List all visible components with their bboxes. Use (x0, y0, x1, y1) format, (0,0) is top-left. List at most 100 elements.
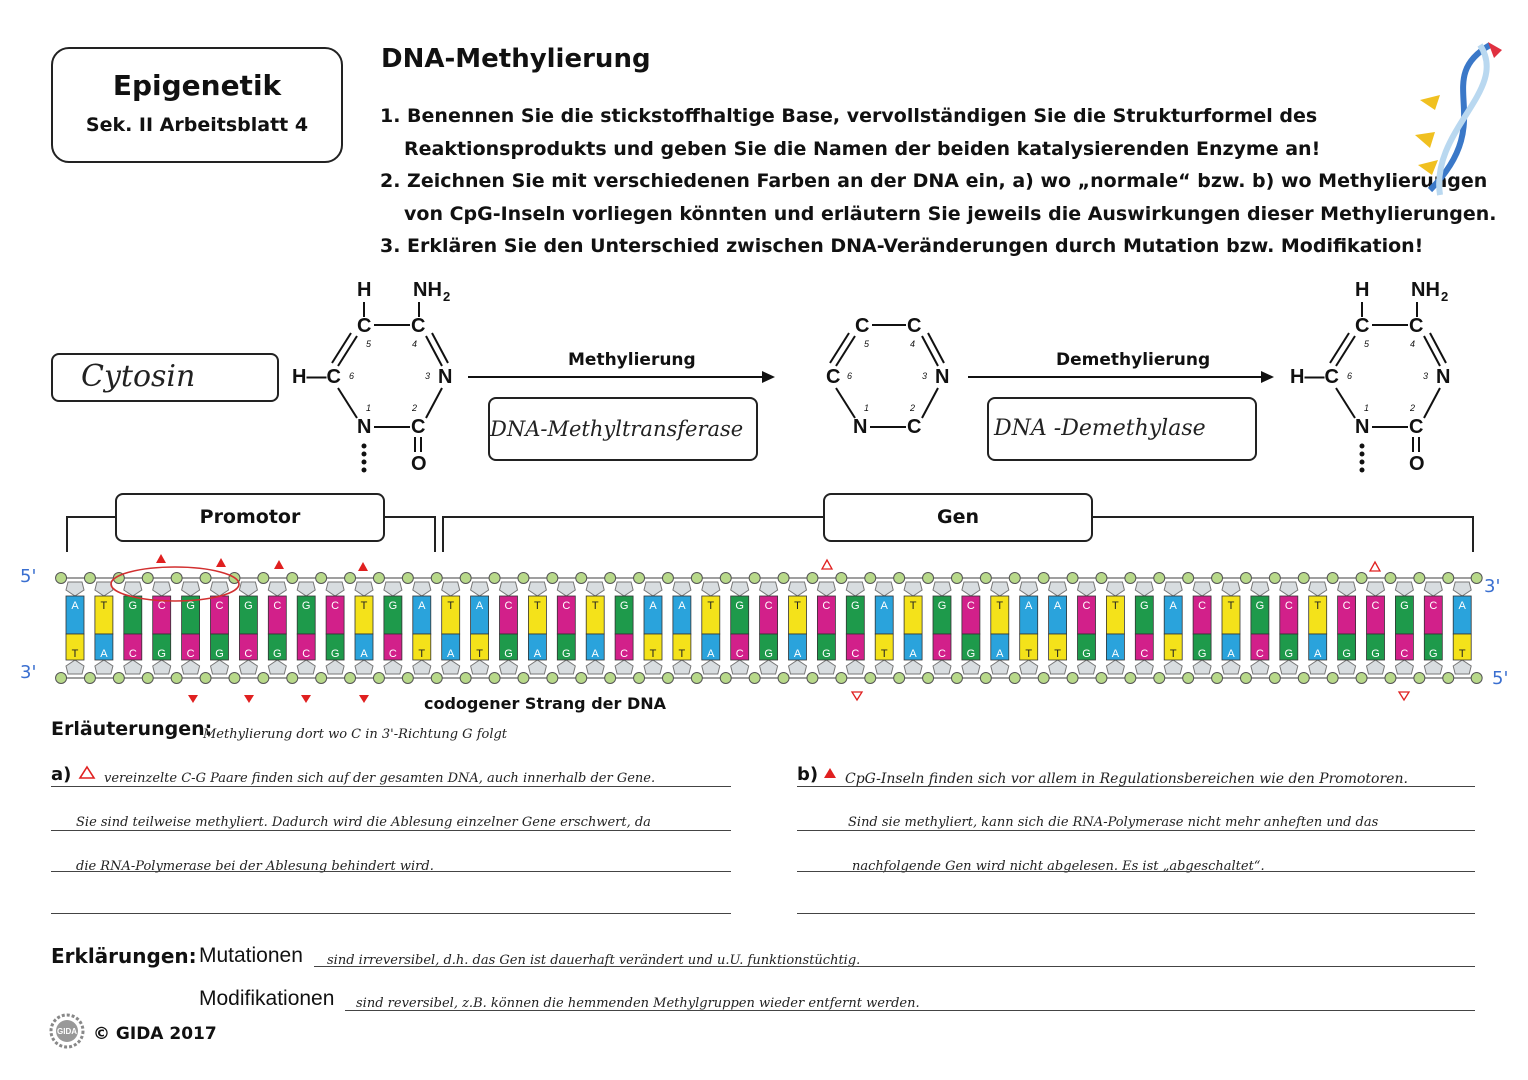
base-top-letter: C (331, 600, 339, 612)
phosphate (112, 672, 125, 684)
sugar (990, 659, 1010, 675)
phosphate (777, 572, 790, 584)
phosphate (604, 672, 617, 684)
enzyme2-answer: DNA -Demethylase (994, 416, 1206, 441)
svg-text:N: N (853, 416, 867, 438)
phosphate (430, 572, 443, 584)
sugar (181, 659, 201, 675)
phosphate (1268, 572, 1281, 584)
sugar (1105, 581, 1125, 597)
sugar (1163, 659, 1183, 675)
svg-text:4: 4 (412, 339, 417, 349)
svg-text:2: 2 (411, 403, 417, 413)
sugar (672, 659, 692, 675)
answer-line (314, 966, 1475, 967)
base-bottom-letter: C (1256, 648, 1264, 660)
sugar (1279, 659, 1299, 675)
base-top-letter: G (735, 600, 744, 612)
task-list: 1. Benennen Sie die stickstoffhaltige Ba… (380, 100, 1497, 263)
base-bottom (961, 633, 981, 661)
phosphate (83, 672, 96, 684)
phosphate (575, 672, 588, 684)
base-top-letter: T (101, 600, 108, 612)
svg-text:N: N (1355, 416, 1369, 438)
base-top-letter: A (418, 600, 426, 612)
phosphate (488, 572, 501, 584)
base-bottom (238, 633, 258, 661)
sugar (238, 581, 258, 597)
three-prime-right: 3' (1484, 576, 1501, 597)
enzyme1-answer: DNA-Methyltransferase (490, 417, 744, 441)
phosphate (777, 672, 790, 684)
sugar (787, 659, 808, 675)
base-bottom (990, 633, 1010, 661)
phosphate (690, 672, 703, 684)
base-bottom-letter: T (650, 648, 657, 660)
base-bottom (817, 633, 836, 661)
mutation-label: Mutationen (199, 944, 303, 967)
worksheet-subtitle: Sek. II Arbeitsblatt 4 (85, 114, 309, 136)
phosphate (315, 672, 328, 684)
base-bottom-letter: G (1198, 648, 1207, 660)
phosphate (1124, 572, 1137, 584)
base-bottom-letter: A (592, 648, 600, 660)
cpg-marker-icon (359, 695, 369, 703)
sugar (1076, 581, 1097, 597)
base-bottom-letter: A (909, 648, 917, 660)
sugar (1250, 659, 1270, 675)
sugar (1452, 659, 1472, 675)
svg-text:1: 1 (366, 403, 371, 413)
phosphate (748, 572, 761, 584)
sugar (296, 659, 316, 675)
enzyme2-answer-box[interactable]: DNA -Demethylase (987, 397, 1257, 461)
phosphate (1268, 672, 1281, 684)
phosphate (922, 672, 935, 684)
phosphate (864, 572, 877, 584)
answer-a-label: a) (51, 764, 72, 785)
sugar (94, 659, 114, 675)
base-top-letter: C (562, 600, 570, 612)
phosphate (1297, 672, 1310, 684)
base-top-letter: A (881, 600, 889, 612)
base-bottom-letter: G (1342, 648, 1351, 660)
atom-h-top: H (357, 279, 371, 301)
base-top-letter: C (1372, 600, 1380, 612)
svg-text:C: C (907, 315, 921, 337)
sugar (1337, 581, 1357, 597)
base-bottom-letter: G (215, 648, 224, 660)
phosphate (1355, 572, 1368, 584)
svg-text:N: N (438, 366, 452, 388)
answer-b-line-1: CpG-Inseln finden sich vor allem in Regu… (845, 771, 1408, 787)
base-bottom (123, 633, 143, 661)
phosphate (1037, 672, 1050, 684)
base-bottom (1366, 633, 1385, 661)
phosphate (979, 672, 992, 684)
sugar (1308, 659, 1328, 675)
phosphate (401, 672, 414, 684)
sugar (1423, 581, 1443, 597)
base-bottom (730, 633, 750, 661)
enzyme1-answer-box[interactable]: DNA-Methyltransferase (488, 397, 758, 461)
svg-text:3: 3 (1423, 371, 1428, 381)
base-bottom (1250, 633, 1270, 661)
base-bottom-letter: T (881, 648, 888, 660)
sugar (1134, 581, 1154, 597)
phosphate (604, 572, 617, 584)
base-bottom (1077, 633, 1096, 661)
phosphate (1211, 672, 1224, 684)
base-bottom (1048, 633, 1067, 661)
sugar (874, 581, 894, 597)
svg-text:1: 1 (1364, 403, 1369, 413)
base-bottom (1452, 633, 1472, 661)
three-prime-left: 3' (20, 662, 37, 683)
base-bottom-letter: A (996, 648, 1004, 660)
phosphate (430, 672, 443, 684)
sugar (556, 659, 576, 675)
base-top-letter: A (1459, 600, 1467, 612)
cg-marker-icon (820, 558, 834, 570)
phosphate (55, 672, 68, 684)
base-answer-box[interactable]: Cytosin (51, 353, 279, 402)
sugar (730, 581, 750, 597)
declarations-heading: Erklärungen: (51, 944, 197, 968)
